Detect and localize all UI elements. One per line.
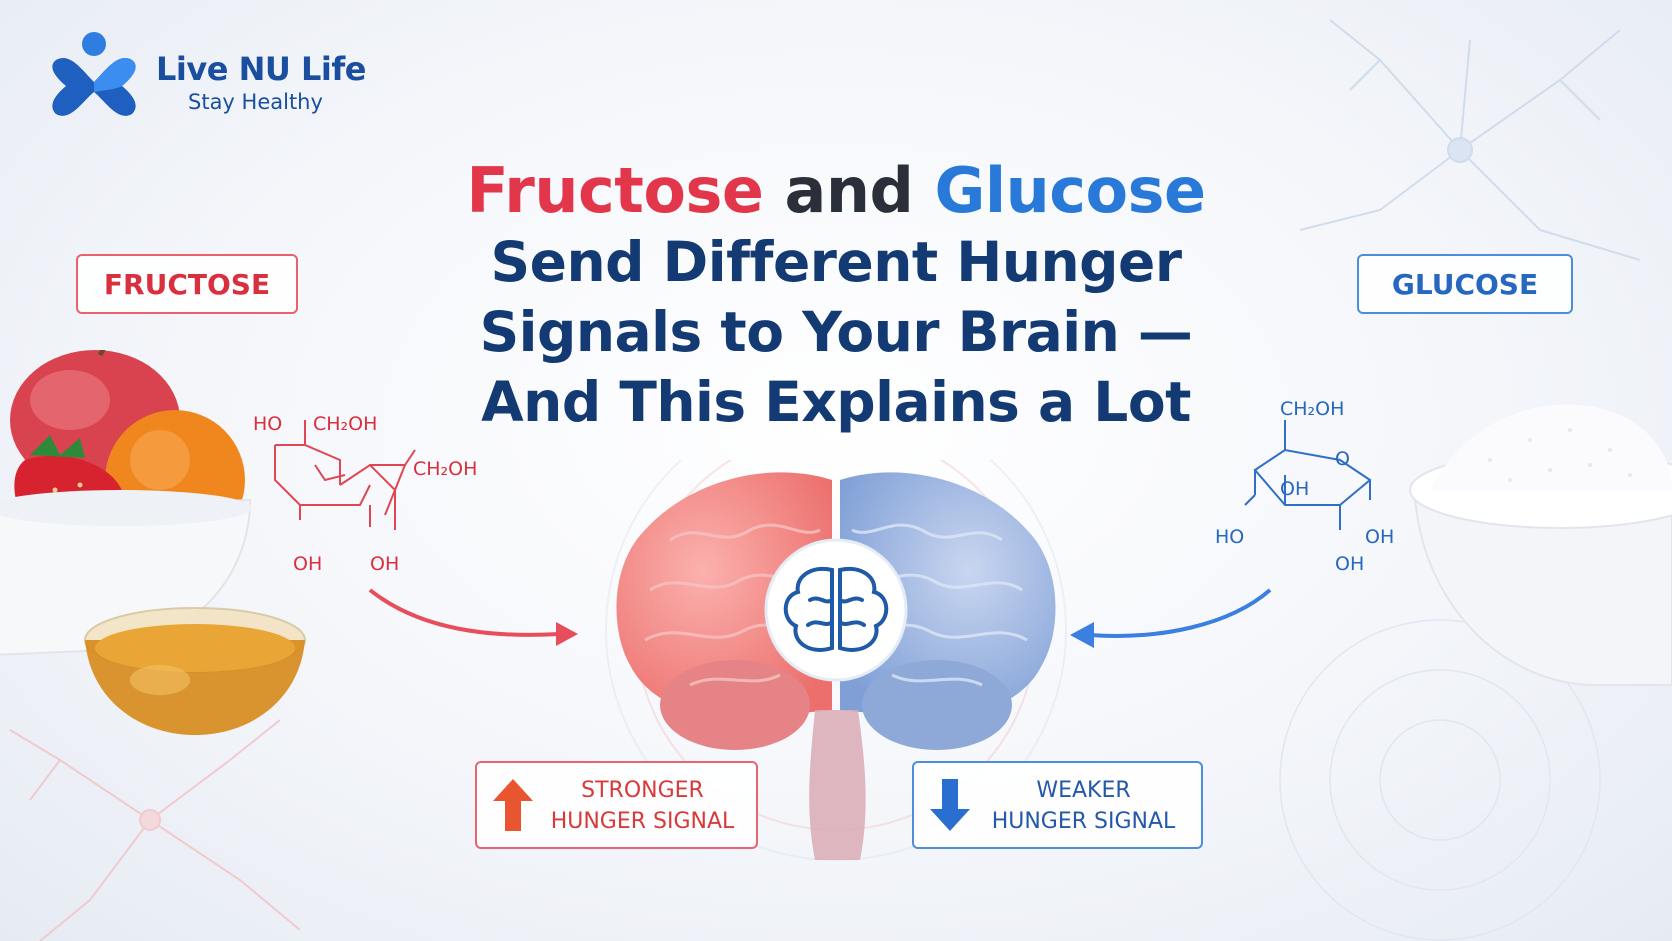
neuron-bottom-left-decoration [9, 719, 301, 941]
fructose-ch2oh-top: CH₂OH [313, 413, 377, 435]
headline: Fructose and Glucose Send Different Hung… [380, 155, 1292, 437]
arrow-down-icon [930, 779, 970, 831]
headline-and-word: and [784, 154, 914, 227]
glucose-ho-label: HO [1215, 526, 1244, 548]
brand-tagline: Stay Healthy [188, 90, 323, 114]
fructose-arrow [368, 588, 578, 646]
x-figure-logo-icon [52, 32, 136, 116]
neuron-top-right-decoration [1299, 19, 1641, 261]
fruit-bowl-illustration [0, 350, 306, 735]
brain-right-hemisphere-icon [840, 472, 1056, 750]
glucose-arrow [1070, 588, 1272, 648]
sugar-bowl-illustration [1409, 404, 1672, 686]
stronger-signal-line-2: HUNGER SIGNAL [550, 809, 735, 834]
arrow-up-icon [493, 779, 533, 831]
fructose-ho-label: HO [253, 413, 282, 435]
glucose-ring-o-label: O [1335, 448, 1350, 470]
weaker-signal-line-1: WEAKER [1036, 778, 1131, 803]
headline-fructose-word: Fructose [466, 154, 764, 227]
brain-illustration [605, 460, 1067, 861]
brand-name: Live NU Life [156, 50, 366, 88]
headline-line-4: And This Explains a Lot [481, 370, 1191, 434]
glucose-structure: CH₂OH O OH HO OH OH [1215, 398, 1394, 575]
glucose-label: GLUCOSE [1357, 254, 1573, 314]
glucose-oh-right-label: OH [1365, 526, 1394, 548]
headline-line-1: Fructose and Glucose [380, 155, 1292, 227]
weaker-signal-line-2: HUNGER SIGNAL [991, 809, 1176, 834]
brand-logo[interactable]: Live NU Life Stay Healthy [48, 30, 378, 130]
fructose-ch2oh-right: CH₂OH [413, 458, 477, 480]
fructose-structure: HO CH₂OH CH₂OH OH OH [253, 413, 477, 575]
stronger-signal-text: STRONGER HUNGER SIGNAL [537, 775, 748, 837]
ripple-decoration [1279, 619, 1601, 941]
stronger-signal-line-1: STRONGER [581, 778, 704, 803]
fructose-oh-right: OH [370, 553, 399, 575]
fructose-label: FRUCTOSE [76, 254, 298, 314]
glucose-ch2oh-label: CH₂OH [1280, 398, 1344, 420]
headline-glucose-word: Glucose [934, 154, 1207, 227]
weaker-signal-text: WEAKER HUNGER SIGNAL [974, 775, 1193, 837]
weaker-hunger-signal-card: WEAKER HUNGER SIGNAL [912, 761, 1203, 849]
sugar-bowl-icon [1409, 404, 1672, 686]
headline-line-2: Send Different Hunger [490, 230, 1182, 294]
stronger-hunger-signal-card: STRONGER HUNGER SIGNAL [475, 761, 758, 849]
glucose-oh-bottom-label: OH [1335, 553, 1364, 575]
brain-badge-icon [764, 538, 908, 682]
headline-line-3: Signals to Your Brain — [479, 300, 1193, 364]
brain-stem-icon [809, 710, 866, 860]
glucose-oh-inner-label: OH [1280, 478, 1309, 500]
honey-bowl-icon [84, 607, 306, 735]
fructose-oh-left: OH [293, 553, 322, 575]
brain-left-hemisphere-icon [616, 472, 832, 750]
